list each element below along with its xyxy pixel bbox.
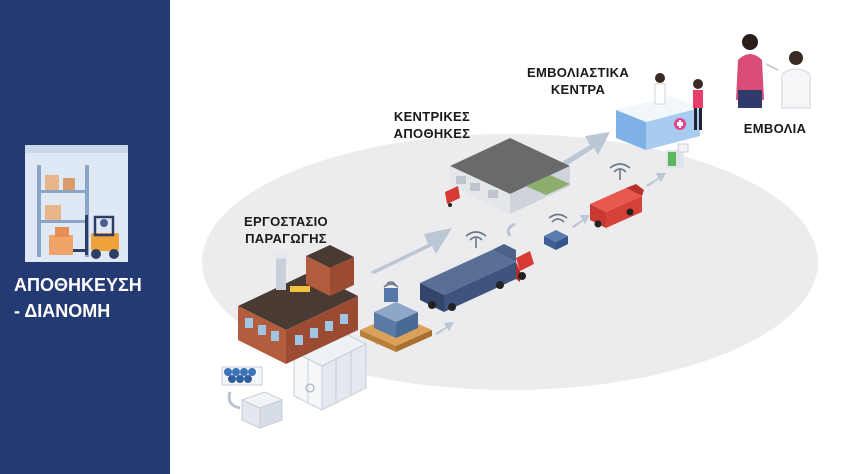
central-warehouse-icon [445, 138, 570, 214]
wifi-signal-icon [383, 281, 399, 288]
flow-arrow-2 [555, 132, 610, 170]
vaccines-label-text: ΕΜΒΟΛΙΑ [743, 121, 807, 136]
medical-package-icon [666, 143, 689, 168]
warehouses-label-line-2: ΑΠΟΘΗΚΕΣ [393, 126, 471, 141]
vaccine-vials-icon [221, 366, 263, 386]
container-truck-icon [420, 244, 534, 312]
factory-label-line-2: ΠΑΡΑΓΩΓΗΣ [245, 231, 327, 246]
vaccination-centers-label: ΕΜΒΟΛΙΑΣΤΙΚΑ ΚΕΝΤΡΑ [518, 64, 638, 98]
vaccines-label: ΕΜΒΟΛΙΑ [730, 120, 820, 137]
cold-box-icon [544, 230, 568, 250]
diagram-canvas [202, 34, 818, 429]
sidebar-title: ΑΠΟΘΗΚΕΥΣΗ - ΔΙΑΝΟΜΗ [14, 272, 164, 324]
warehouses-label-line-1: ΚΕΝΤΡΙΚΕΣ [393, 109, 471, 124]
vaccination-center-icon [616, 73, 703, 150]
vaccination-centers-label-line-2: ΚΕΝΤΡΑ [550, 82, 606, 97]
flow-arrow-7 [646, 173, 666, 187]
pallet-icon [360, 288, 432, 352]
wifi-signal-icon-3 [548, 213, 568, 223]
wifi-signal-icon-2 [465, 231, 487, 248]
factory-icon [238, 245, 358, 364]
warehouse-forklift-icon [25, 145, 128, 262]
sidebar-title-line-2: - ΔΙΑΝΟΜΗ [14, 301, 111, 321]
flow-arrow-4 [435, 322, 454, 335]
sidebar: ΑΠΟΘΗΚΕΥΣΗ - ΔΙΑΝΟΜΗ [0, 0, 170, 474]
flow-arrow-1 [370, 228, 452, 274]
delivery-van-icon [590, 184, 644, 228]
wifi-signal-icon-4 [609, 163, 631, 180]
package-box-icon [240, 391, 284, 429]
factory-label: ΕΡΓΟΣΤΑΣΙΟ ΠΑΡΑΓΩΓΗΣ [236, 213, 336, 247]
flow-arrow-6 [572, 215, 590, 228]
vaccination-people-icon [736, 34, 811, 109]
sidebar-title-line-1: ΑΠΟΘΗΚΕΥΣΗ [14, 275, 142, 295]
vaccination-centers-label-line-1: ΕΜΒΟΛΙΑΣΤΙΚΑ [526, 65, 630, 80]
warehouses-label: ΚΕΝΤΡΙΚΕΣ ΑΠΟΘΗΚΕΣ [382, 108, 482, 142]
factory-label-line-1: ΕΡΓΟΣΤΑΣΙΟ [244, 214, 328, 229]
distribution-diagram: ΕΡΓΟΣΤΑΣΙΟ ΠΑΡΑΓΩΓΗΣ ΚΕΝΤΡΙΚΕΣ ΑΠΟΘΗΚΕΣ … [170, 0, 856, 474]
